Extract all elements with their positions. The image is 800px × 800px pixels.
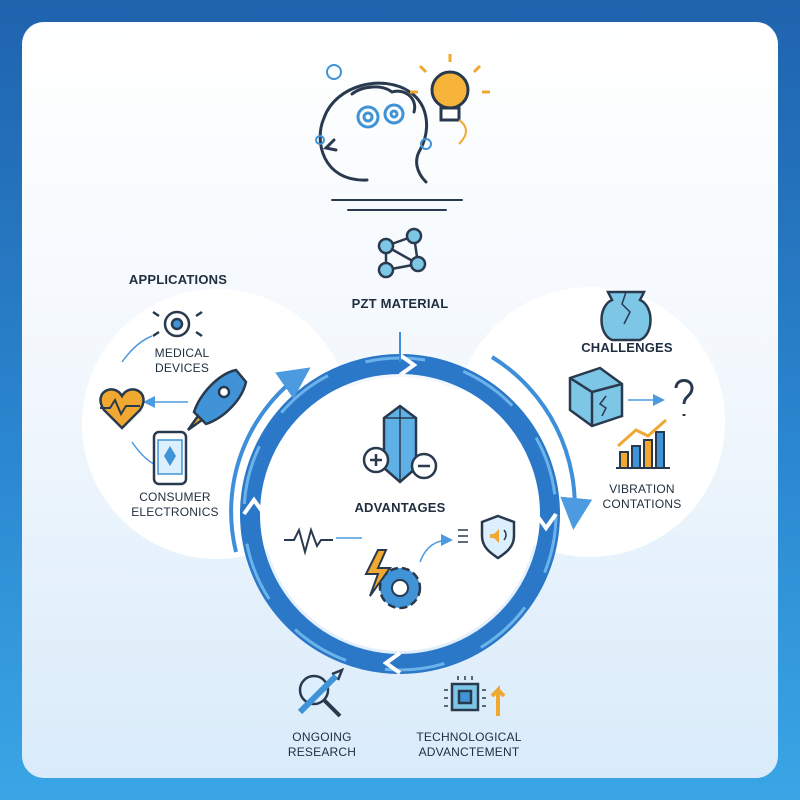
minus-icon [410, 452, 438, 480]
head-gears-icon [318, 81, 463, 211]
challenges-title: CHALLENGES [581, 340, 673, 355]
smartphone-icon [152, 430, 188, 486]
right-cycle-arrow [490, 355, 593, 530]
central-cycle-ring [240, 353, 560, 675]
advantages-label: ADVANTAGES [354, 500, 446, 515]
shield-sound-icon [458, 514, 516, 560]
technological-advancement-label: TECHNOLOGICAL ADVANCTEMENT [416, 730, 522, 759]
bar-chart-icon [616, 418, 670, 469]
cracked-box-icon [568, 366, 624, 428]
question-icon [674, 379, 694, 416]
vibration-contations-label: VIBRATION CONTATIONS [602, 482, 682, 511]
curve-arrow-top [121, 335, 153, 363]
gear-to-shield-arrow [419, 534, 453, 563]
ongoing-research-label: ONGOING RESEARCH [287, 730, 357, 759]
diagram-card: APPLICATIONS MEDICAL DEVICES CONSUMER EL… [22, 22, 778, 778]
crystal-icon [382, 404, 418, 484]
target-icon [152, 310, 203, 338]
lightbulb-icon [410, 54, 490, 145]
rocket-icon [186, 368, 248, 432]
plus-icon [362, 446, 390, 474]
waveform-icon [284, 526, 333, 556]
consumer-electronics-label: CONSUMER ELECTRONICS [131, 490, 219, 519]
left-cycle-arrow [229, 367, 311, 553]
small-gears-icon [315, 64, 432, 150]
chip-arrow-icon [444, 676, 506, 716]
pzt-material-label: PZT MATERIAL [351, 296, 449, 311]
lightning-gear-icon [364, 549, 422, 610]
vase-icon [600, 290, 652, 342]
wrench-search-icon [297, 667, 345, 718]
diagram-graphics [82, 54, 725, 718]
applications-title: APPLICATIONS [128, 272, 228, 287]
heart-pulse-icon [99, 388, 145, 430]
molecule-icon [377, 227, 427, 279]
medical-devices-label: MEDICAL DEVICES [154, 346, 210, 375]
